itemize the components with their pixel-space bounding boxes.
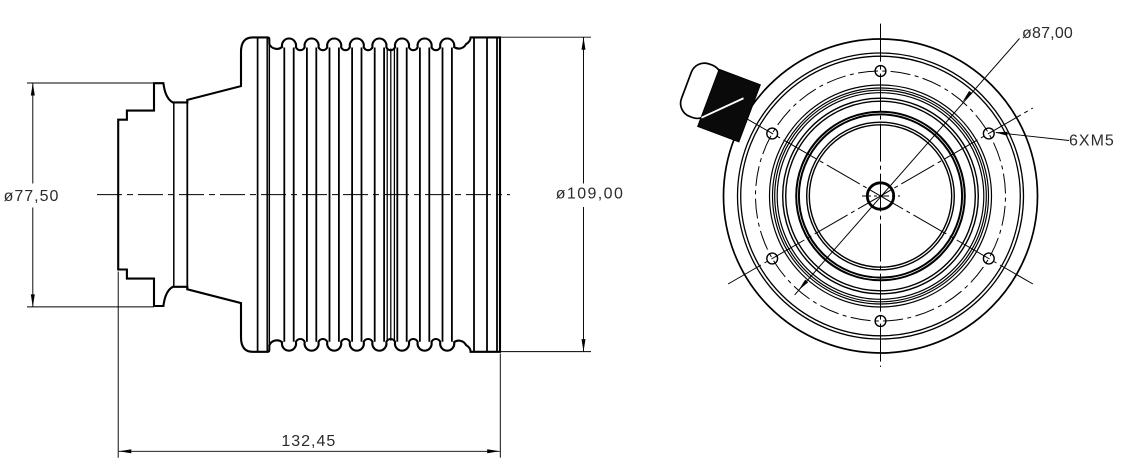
svg-text:132,45: 132,45 (281, 433, 336, 450)
svg-text:ø87,00: ø87,00 (1022, 25, 1073, 42)
svg-text:ø109,00: ø109,00 (556, 185, 625, 202)
svg-text:ø77,50: ø77,50 (4, 188, 60, 205)
svg-text:6XM5: 6XM5 (1069, 133, 1115, 150)
